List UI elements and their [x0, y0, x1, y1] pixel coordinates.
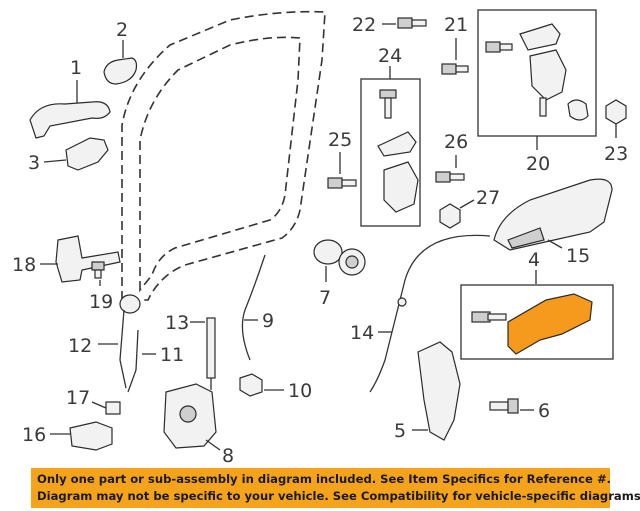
callout-22: 22: [352, 14, 376, 36]
door-check-part-18: 18: [12, 235, 121, 283]
hinge-group-part-24: 24: [360, 45, 421, 227]
callout-26: 26: [444, 131, 468, 153]
callout-19: 19: [89, 291, 113, 313]
part-4-screw: [471, 311, 507, 323]
disclaimer-banner: Only one part or sub-assembly in diagram…: [31, 468, 640, 508]
callout-17: 17: [66, 387, 90, 409]
bolt-part-21: 21: [441, 14, 469, 75]
callout-15: 15: [566, 245, 590, 267]
callout-25: 25: [328, 129, 352, 151]
callout-10: 10: [288, 380, 312, 402]
part-4-handle-bracket: [507, 293, 593, 355]
callout-14: 14: [350, 322, 374, 344]
part-4-group: 4: [460, 249, 614, 360]
callout-27: 27: [476, 187, 500, 209]
clip-part-10: 10: [239, 373, 312, 402]
callout-8: 8: [222, 445, 234, 466]
nut-part-27: 27: [439, 187, 500, 229]
outside-handle-part-1: 1: [29, 57, 111, 139]
striker-part-16: 16: [22, 421, 113, 451]
inside-handle-part-15: 15: [493, 178, 613, 267]
rod-part-9: 9: [241, 254, 274, 361]
callout-24: 24: [378, 45, 402, 67]
callout-16: 16: [22, 424, 46, 446]
disclaimer-line-2: Diagram may not be specific to your vehi…: [37, 489, 640, 503]
cable-part-13: 13: [165, 312, 216, 390]
callout-6: 6: [538, 400, 550, 422]
bolt-part-22: 22: [352, 14, 427, 36]
bolt-part-26: 26: [435, 131, 468, 183]
bracket-part-5: 5: [394, 341, 461, 442]
handle-bracket-part-3: 3: [28, 137, 109, 174]
hinge-box-part-20: 20: [477, 9, 597, 175]
bolt-part-6: 6: [489, 398, 550, 422]
callout-13: 13: [165, 312, 189, 334]
callout-11: 11: [160, 344, 184, 366]
cable-part-14: 14: [350, 234, 491, 393]
callout-20: 20: [526, 153, 550, 175]
callout-12: 12: [68, 335, 92, 357]
rod-part-12: 12: [68, 294, 141, 389]
callout-9: 9: [262, 310, 274, 332]
bolt-part-19: 19: [89, 261, 113, 313]
callout-21: 21: [444, 14, 468, 36]
parts-diagram: 1 2 3 18 19 12 11: [12, 9, 628, 466]
disclaimer-line-1: Only one part or sub-assembly in diagram…: [37, 472, 612, 486]
callout-5: 5: [394, 420, 406, 442]
callout-23: 23: [604, 143, 628, 165]
callout-7: 7: [319, 287, 331, 309]
door-outline: [121, 10, 326, 301]
part-4-box: [460, 284, 614, 360]
lock-cylinder-part-7: 7: [313, 239, 366, 309]
callout-1: 1: [70, 57, 82, 79]
screw-part-17: 17: [66, 387, 121, 415]
callout-18: 18: [12, 254, 36, 276]
callout-4: 4: [528, 249, 540, 271]
rod-part-11: 11: [127, 329, 184, 393]
callout-3: 3: [28, 152, 40, 174]
latch-part-8: 8: [163, 383, 234, 466]
handle-cap-part-2: 2: [103, 19, 138, 85]
nut-part-23: 23: [604, 99, 628, 165]
bolt-part-25: 25: [327, 129, 357, 189]
callout-2: 2: [116, 19, 128, 41]
